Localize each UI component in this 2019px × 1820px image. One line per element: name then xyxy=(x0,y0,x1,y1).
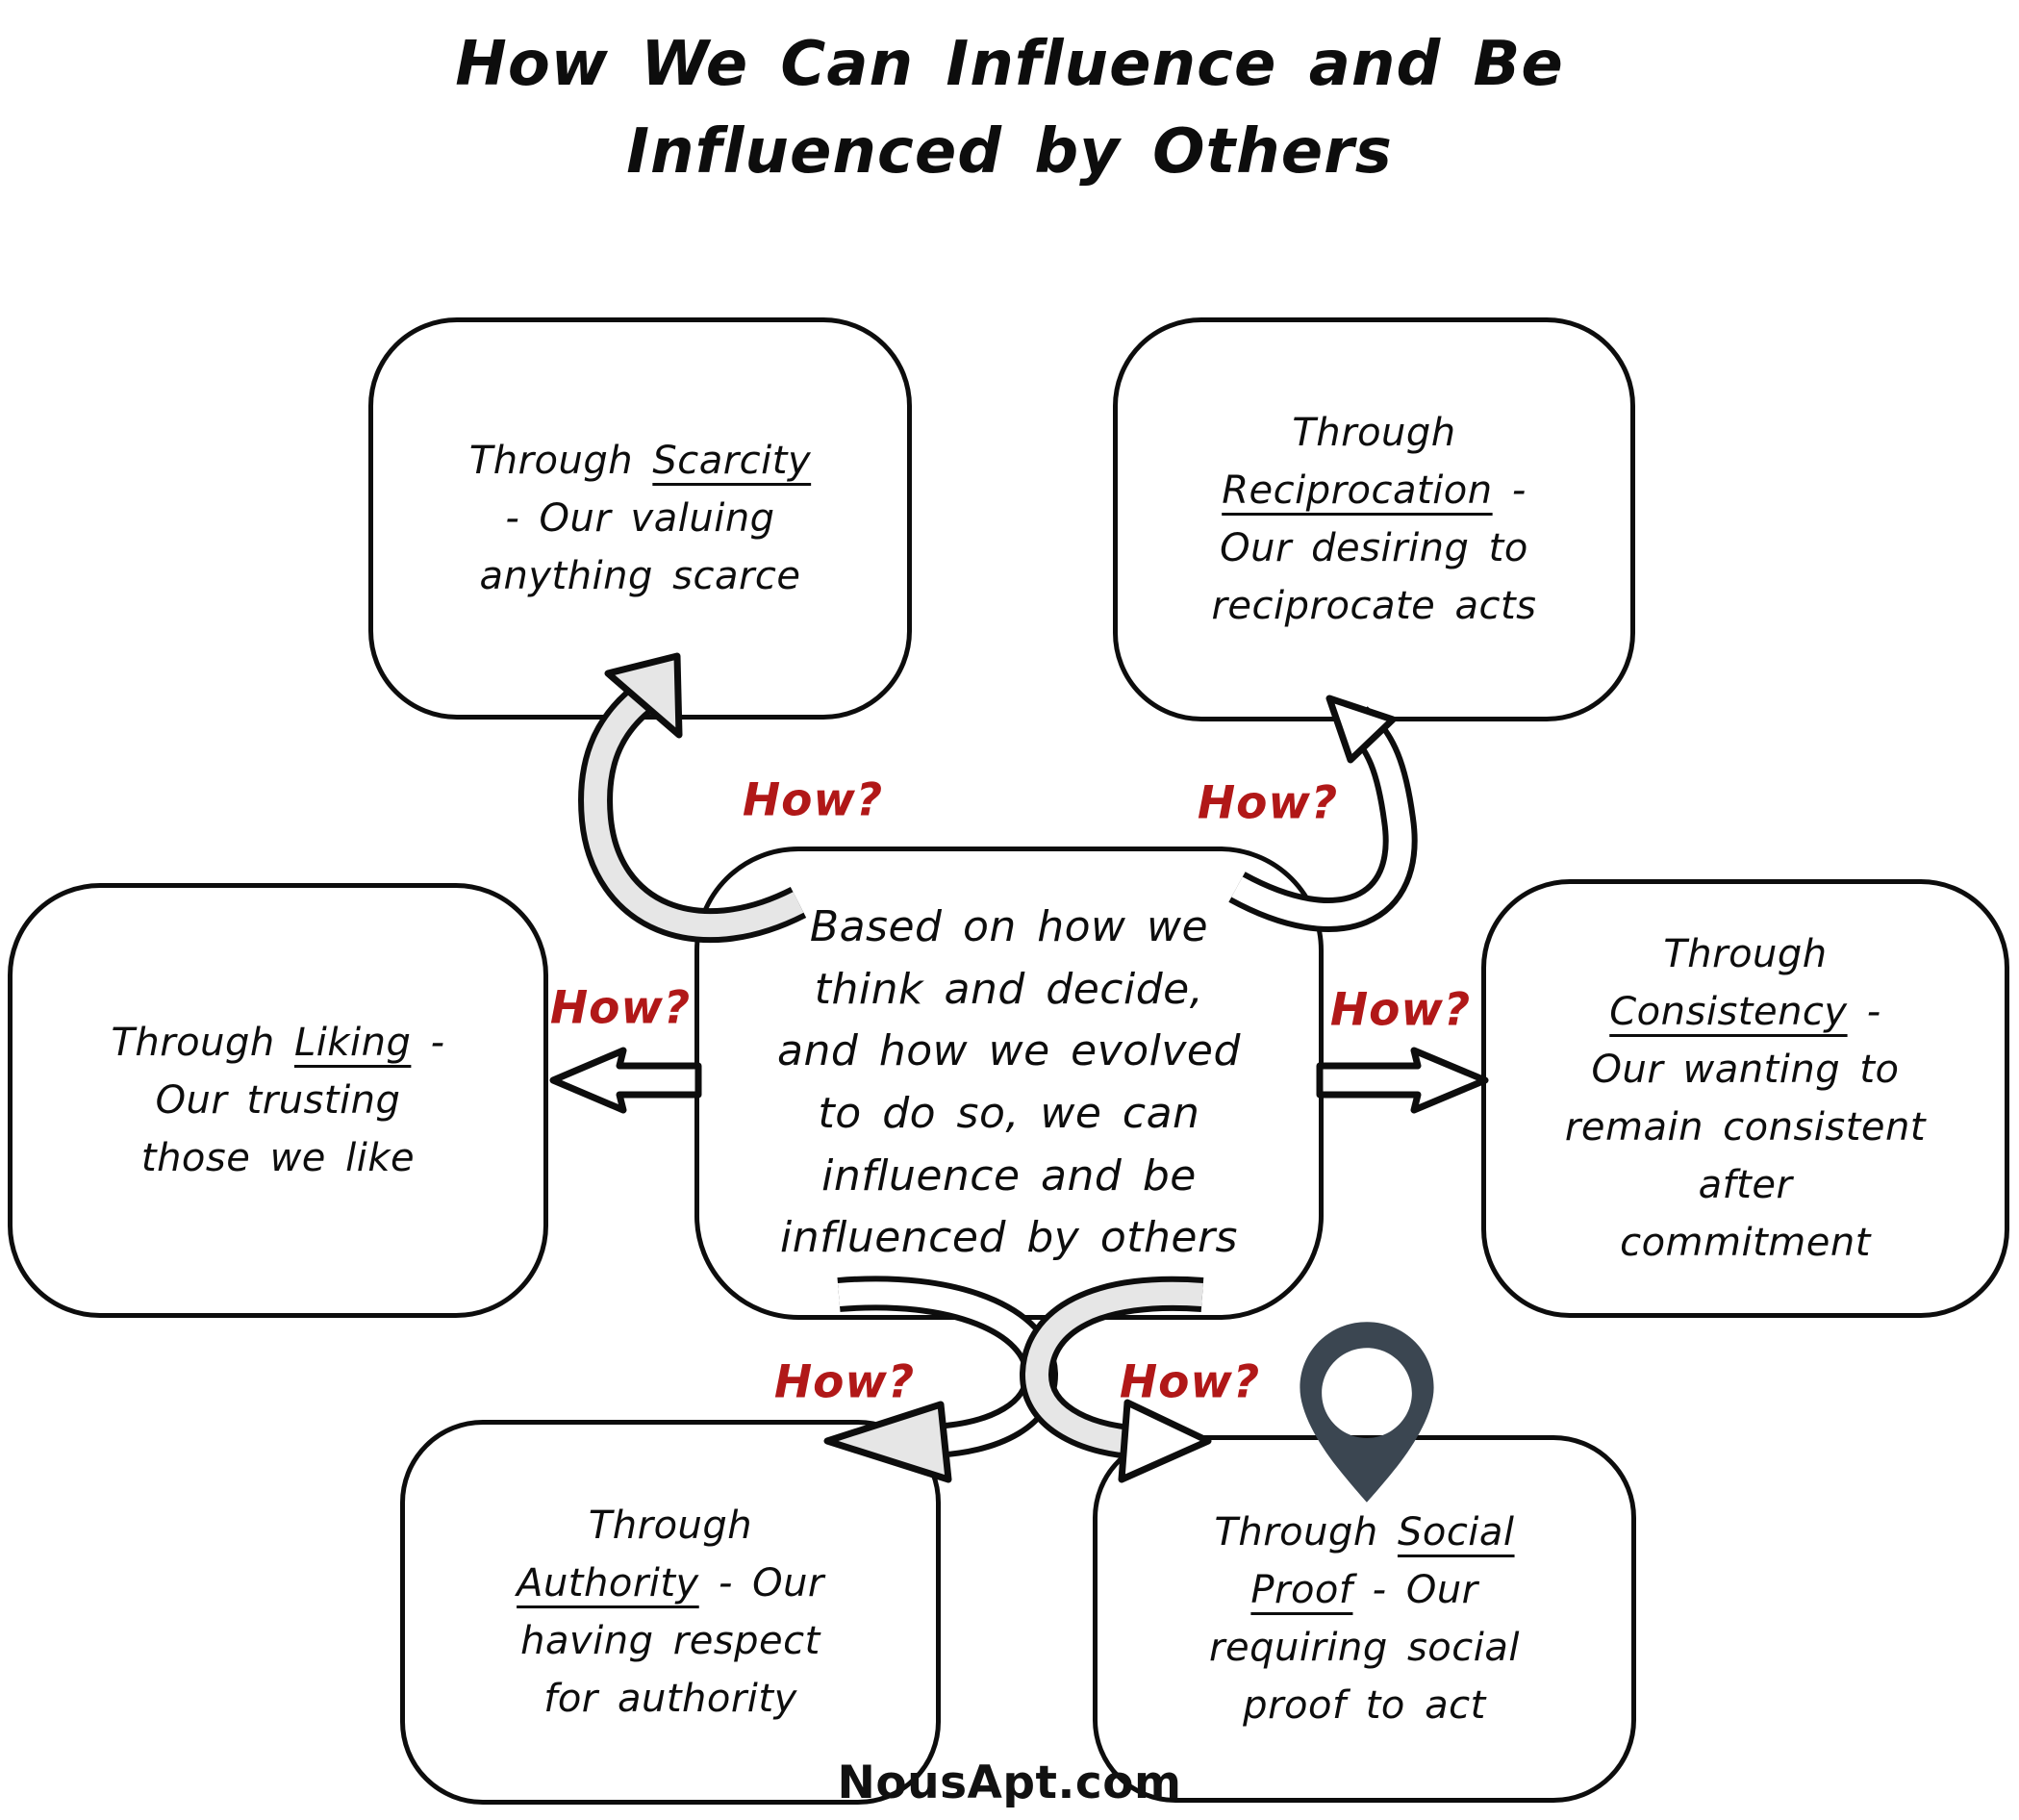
node-authority-text: Through Authority - Our having respect f… xyxy=(517,1504,824,1721)
page-title: How We Can Influence and Be Influenced b… xyxy=(455,29,1564,188)
scarcity-keyword: Scarcity xyxy=(652,439,812,483)
node-scarcity: Through Scarcity - Our valuing anything … xyxy=(368,317,912,720)
how-label-authority: How? xyxy=(773,1355,916,1409)
how-label-consistency: How? xyxy=(1329,983,1472,1037)
social-proof-keyword: Social Proof xyxy=(1250,1510,1515,1612)
arrow-center-to-consistency xyxy=(1316,1047,1489,1114)
how-label-social-proof: How? xyxy=(1119,1355,1261,1409)
central-premise-text: Based on how we think and decide, and ho… xyxy=(777,901,1241,1263)
node-reciprocation: Through Reciprocation - Our desiring to … xyxy=(1113,317,1635,721)
node-consistency-text: Through Consistency - Our wanting to rem… xyxy=(1564,932,1927,1265)
arrow-center-to-liking xyxy=(549,1047,702,1114)
node-authority: Through Authority - Our having respect f… xyxy=(400,1420,941,1805)
node-scarcity-text: Through Scarcity - Our valuing anything … xyxy=(468,439,812,598)
how-label-reciprocation: How? xyxy=(1197,776,1339,830)
reciprocation-keyword: Reciprocation xyxy=(1222,468,1493,513)
liking-keyword: Liking xyxy=(293,1021,412,1065)
node-consistency: Through Consistency - Our wanting to rem… xyxy=(1481,879,2009,1318)
node-liking: Through Liking - Our trusting those we l… xyxy=(8,883,548,1318)
central-premise-box: Based on how we think and decide, and ho… xyxy=(694,847,1324,1320)
node-reciprocation-text: Through Reciprocation - Our desiring to … xyxy=(1211,411,1537,628)
how-label-liking: How? xyxy=(549,981,692,1035)
how-label-scarcity: How? xyxy=(742,773,884,827)
node-social-proof-text: Through Social Proof - Our requiring soc… xyxy=(1209,1510,1520,1728)
watermark: NousApt.com xyxy=(837,1757,1182,1809)
authority-keyword: Authority xyxy=(517,1561,699,1605)
node-liking-text: Through Liking - Our trusting those we l… xyxy=(111,1021,445,1180)
location-pin-icon xyxy=(1300,1322,1434,1503)
consistency-keyword: Consistency xyxy=(1609,990,1848,1034)
